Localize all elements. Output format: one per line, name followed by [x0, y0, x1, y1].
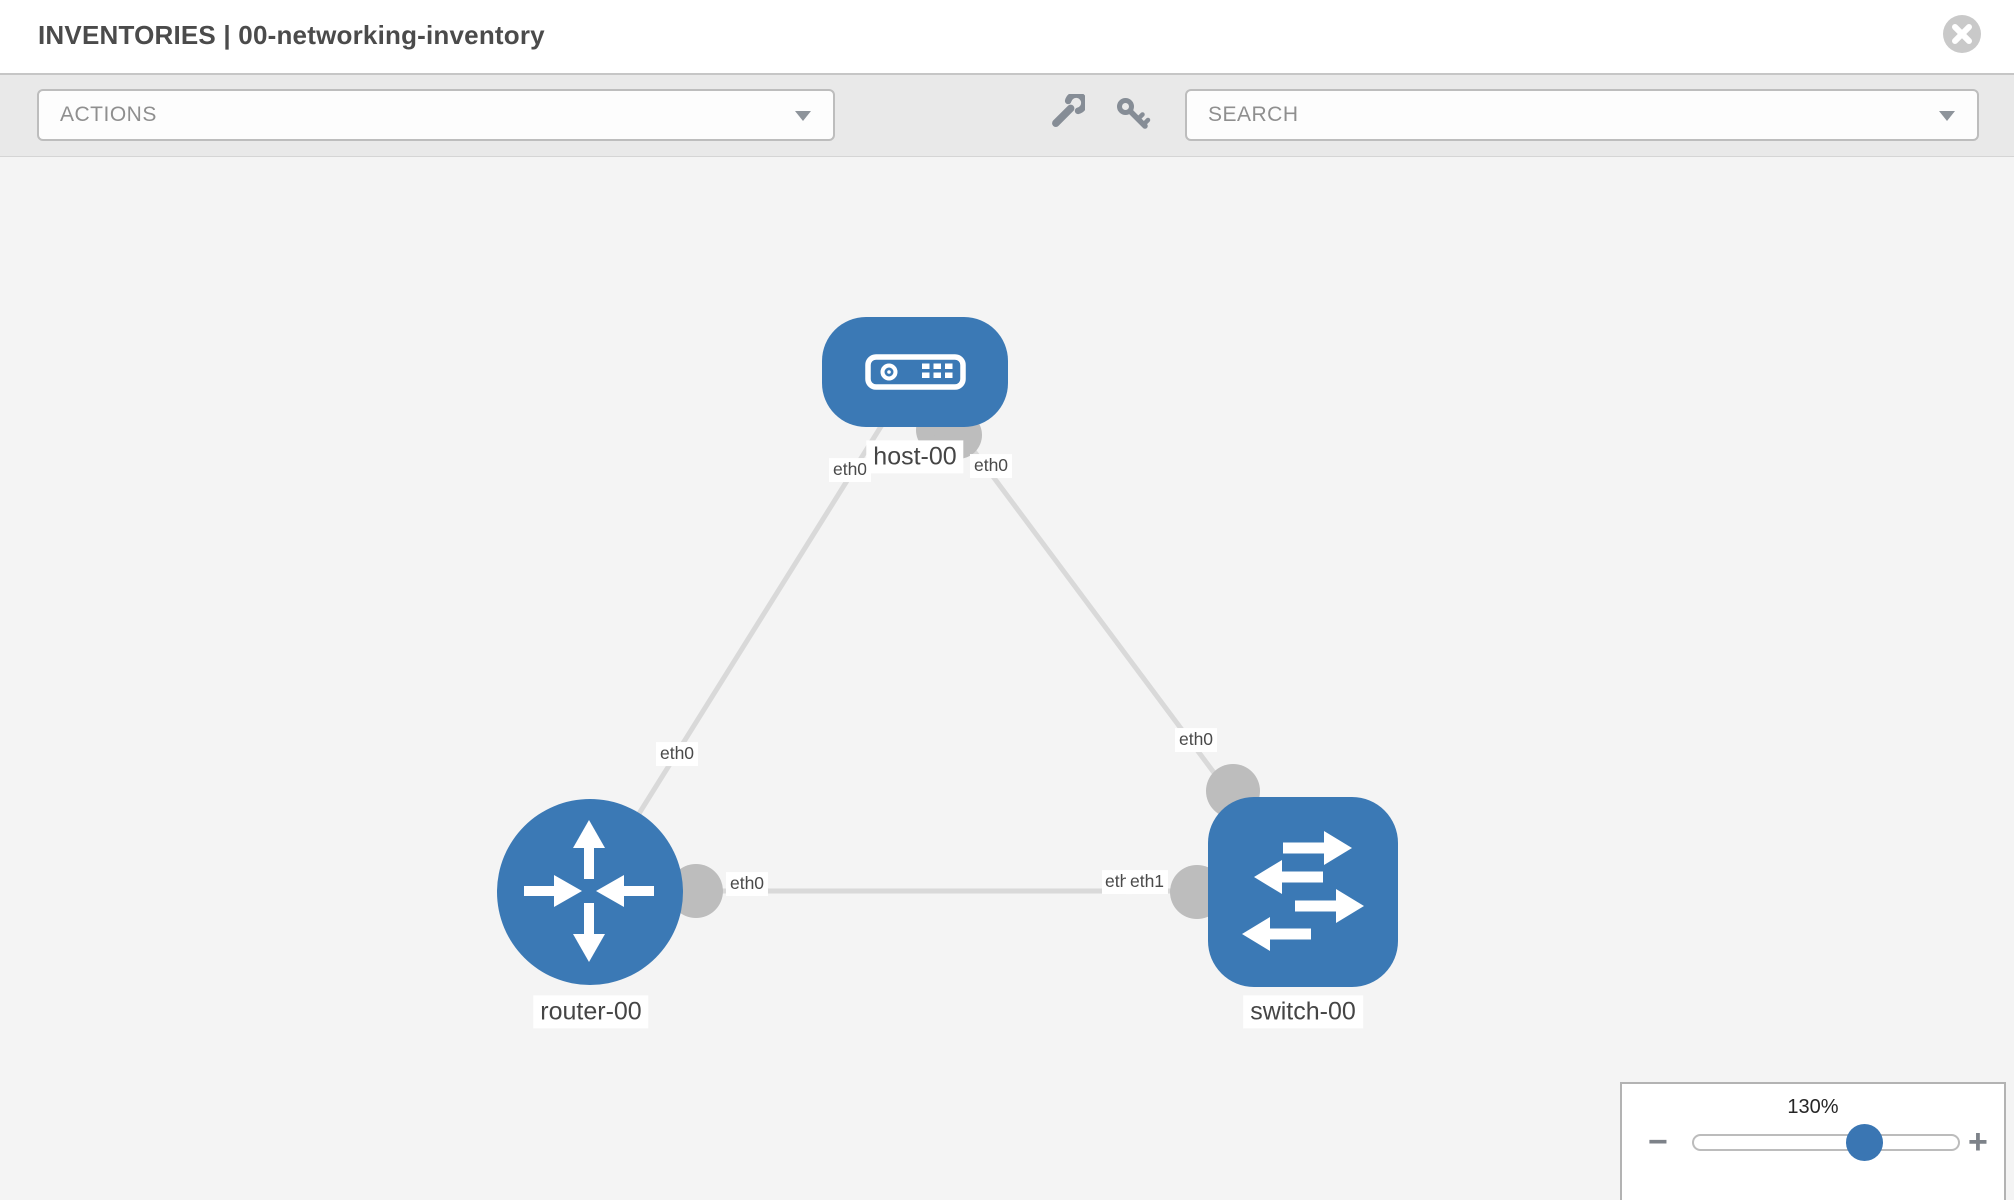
- close-button[interactable]: [1941, 13, 1983, 55]
- node-label-router-00[interactable]: router-00: [533, 995, 649, 1029]
- wrench-icon: [1045, 90, 1088, 137]
- chevron-down-icon: [795, 111, 811, 121]
- close-icon: [1941, 15, 1983, 58]
- router-icon: [524, 820, 654, 962]
- interface-label-overlapped: eth0: [1102, 870, 1132, 894]
- interface-label-router-switch-switch: eth1: [1125, 870, 1169, 894]
- interface-label-host-router-host: eth0: [828, 458, 872, 482]
- node-host-00[interactable]: [822, 317, 1008, 427]
- zoom-slider-track[interactable]: [1692, 1134, 1960, 1151]
- configure-button[interactable]: [1039, 89, 1091, 141]
- node-label-host-00[interactable]: host-00: [866, 440, 964, 474]
- search-dropdown[interactable]: SEARCH: [1185, 89, 1979, 141]
- endpoint-router-eth0: [669, 864, 723, 918]
- search-placeholder: SEARCH: [1208, 103, 1299, 126]
- node-label-switch-00[interactable]: switch-00: [1243, 995, 1363, 1029]
- interface-label-host-switch-host: eth0: [969, 454, 1013, 478]
- actions-dropdown[interactable]: ACTIONS: [37, 89, 835, 141]
- zoom-out-button[interactable]: −: [1648, 1123, 1668, 1161]
- actions-dropdown-label: ACTIONS: [60, 103, 157, 126]
- node-router-00[interactable]: [497, 799, 683, 985]
- credentials-button[interactable]: [1107, 89, 1159, 141]
- titlebar: INVENTORIES | 00-networking-inventory: [0, 0, 2014, 73]
- switch-icon: [1242, 831, 1364, 951]
- toolbar: ACTIONS: [0, 73, 2014, 157]
- chevron-down-icon: [1939, 111, 1955, 121]
- zoom-level: 130%: [1787, 1096, 1839, 1118]
- interface-label-host-switch-switch: eth0: [1174, 728, 1218, 752]
- host-icon: [865, 354, 966, 390]
- zoom-in-button[interactable]: +: [1968, 1123, 1988, 1161]
- interface-label-router-switch-router: eth0: [725, 872, 769, 896]
- page-title: INVENTORIES | 00-networking-inventory: [38, 20, 545, 50]
- node-switch-00[interactable]: [1208, 797, 1398, 987]
- key-icon: [1113, 94, 1153, 137]
- topology-canvas[interactable]: eth0 host-00 eth0 eth0 eth0 eth0 eth0 et…: [0, 157, 2014, 1200]
- zoom-slider-thumb[interactable]: [1846, 1124, 1883, 1161]
- interface-label-host-router-router: eth0: [655, 742, 699, 766]
- zoom-panel: 130% − +: [1620, 1082, 2006, 1200]
